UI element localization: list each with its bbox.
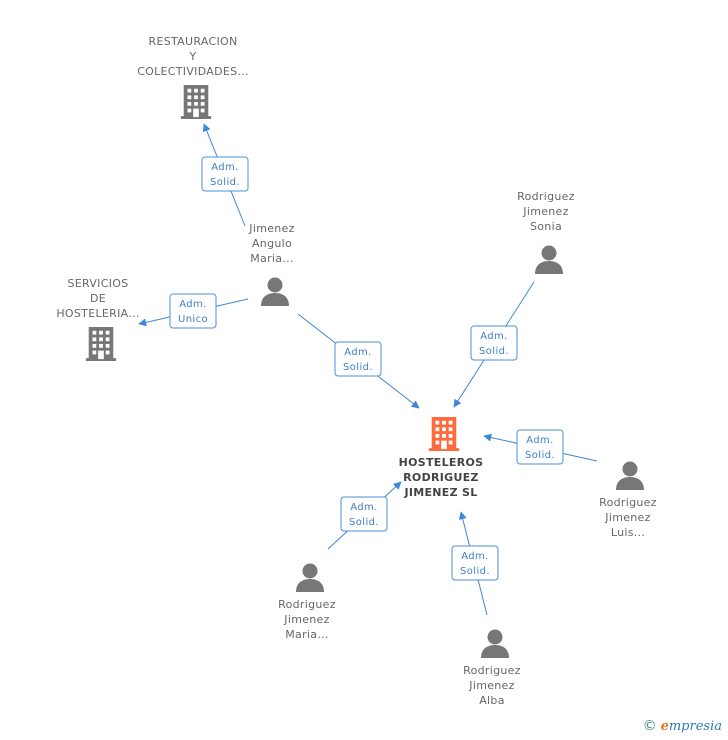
relation-label-box	[516, 429, 564, 465]
node-label-line: RODRIGUEZ	[403, 471, 479, 484]
brand-name: mpresia	[668, 719, 722, 734]
relation-label-text: Solid.	[460, 566, 490, 577]
building-icon	[85, 327, 117, 361]
node-label-line: HOSTELERIA...	[56, 307, 139, 320]
node-label-line: JIMENEZ SL	[403, 486, 477, 499]
relation-label-text: Solid.	[479, 346, 509, 357]
relation-labels-layer: Adm.Solid.Adm.UnicoAdm.Solid.Adm.Solid.A…	[169, 156, 564, 581]
node-jimenez[interactable]: JimenezAnguloMaria...	[248, 222, 294, 306]
relation-label[interactable]: Adm. Solid.	[516, 429, 564, 465]
node-label-line: COLECTIVIDADES...	[137, 65, 249, 78]
relation-label-text: Solid.	[210, 177, 240, 188]
node-label-line: DE	[90, 292, 106, 305]
node-label-line: Rodriguez	[463, 664, 521, 677]
node-label-line: Jimenez	[522, 205, 568, 218]
relation-label-text: Adm.	[344, 347, 372, 358]
relation-label[interactable]: Adm. Solid.	[470, 325, 518, 361]
relation-label[interactable]: Adm. Solid.	[201, 156, 249, 192]
relation-label-text: Adm.	[480, 331, 508, 342]
relation-label-box	[470, 325, 518, 361]
node-label-line: Rodriguez	[517, 190, 575, 203]
brand-initial: e	[660, 719, 669, 734]
relation-label-text: Adm.	[211, 162, 239, 173]
node-maria[interactable]: RodriguezJimenezMaria...	[278, 563, 336, 642]
node-label-line: Alba	[479, 694, 505, 707]
relation-label-box	[201, 156, 249, 192]
relation-label-box	[451, 545, 499, 581]
building-icon	[180, 85, 212, 119]
empresia-watermark[interactable]: ©empresia	[643, 718, 722, 734]
node-label-line: Maria...	[285, 628, 328, 641]
node-label-line: Jimenez	[604, 511, 650, 524]
relation-label-text: Solid.	[343, 362, 373, 373]
relation-label[interactable]: Adm. Solid.	[451, 545, 499, 581]
node-label-line: Angulo	[252, 237, 292, 250]
node-label-line: Luis...	[611, 526, 645, 539]
person-icon	[261, 277, 289, 306]
copyright-icon: ©	[642, 718, 657, 734]
relation-label-text: Adm.	[461, 551, 489, 562]
nodes-layer: HOSTELEROS RODRIGUEZ JIMENEZ SL RESTAURACIO…	[56, 35, 656, 707]
relation-label-text: Solid.	[525, 450, 555, 461]
relation-label[interactable]: Adm. Unico	[169, 293, 217, 329]
relation-label-text: Unico	[178, 314, 208, 325]
node-label-line: RESTAURACION	[149, 35, 238, 48]
node-main[interactable]: HOSTELEROS RODRIGUEZ JIMENEZ SL	[399, 417, 484, 499]
node-label-line: Rodriguez	[599, 496, 657, 509]
node-luis[interactable]: RodriguezJimenezLuis...	[599, 461, 657, 540]
person-icon	[616, 461, 644, 490]
relation-label-box	[334, 341, 382, 377]
node-label-line: SERVICIOS	[67, 277, 128, 290]
relation-label-box	[340, 496, 388, 532]
node-label-line: HOSTELEROS	[399, 456, 484, 469]
person-icon	[535, 245, 563, 274]
node-label-line: Y	[188, 50, 196, 63]
relation-label-text: Adm.	[526, 435, 554, 446]
relation-label-text: Adm.	[179, 299, 207, 310]
person-icon	[481, 629, 509, 658]
node-label-line: Rodriguez	[278, 598, 336, 611]
relation-label-text: Adm.	[350, 502, 378, 513]
node-servicios[interactable]: SERVICIOS DE HOSTELERIA...	[56, 277, 139, 361]
relation-label[interactable]: Adm. Solid.	[340, 496, 388, 532]
node-label-line: Sonia	[530, 220, 562, 233]
node-label-line: Jimenez	[283, 613, 329, 626]
node-label-line: Maria...	[250, 252, 293, 265]
relation-label-box	[169, 293, 217, 329]
node-restauracion[interactable]: RESTAURACION Y COLECTIVIDADES...	[137, 35, 249, 119]
relation-label[interactable]: Adm. Solid.	[334, 341, 382, 377]
relation-label-text: Solid.	[349, 517, 379, 528]
building-icon	[428, 417, 460, 451]
node-label-line: Jimenez	[248, 222, 294, 235]
person-icon	[296, 563, 324, 592]
node-label-line: Jimenez	[468, 679, 514, 692]
